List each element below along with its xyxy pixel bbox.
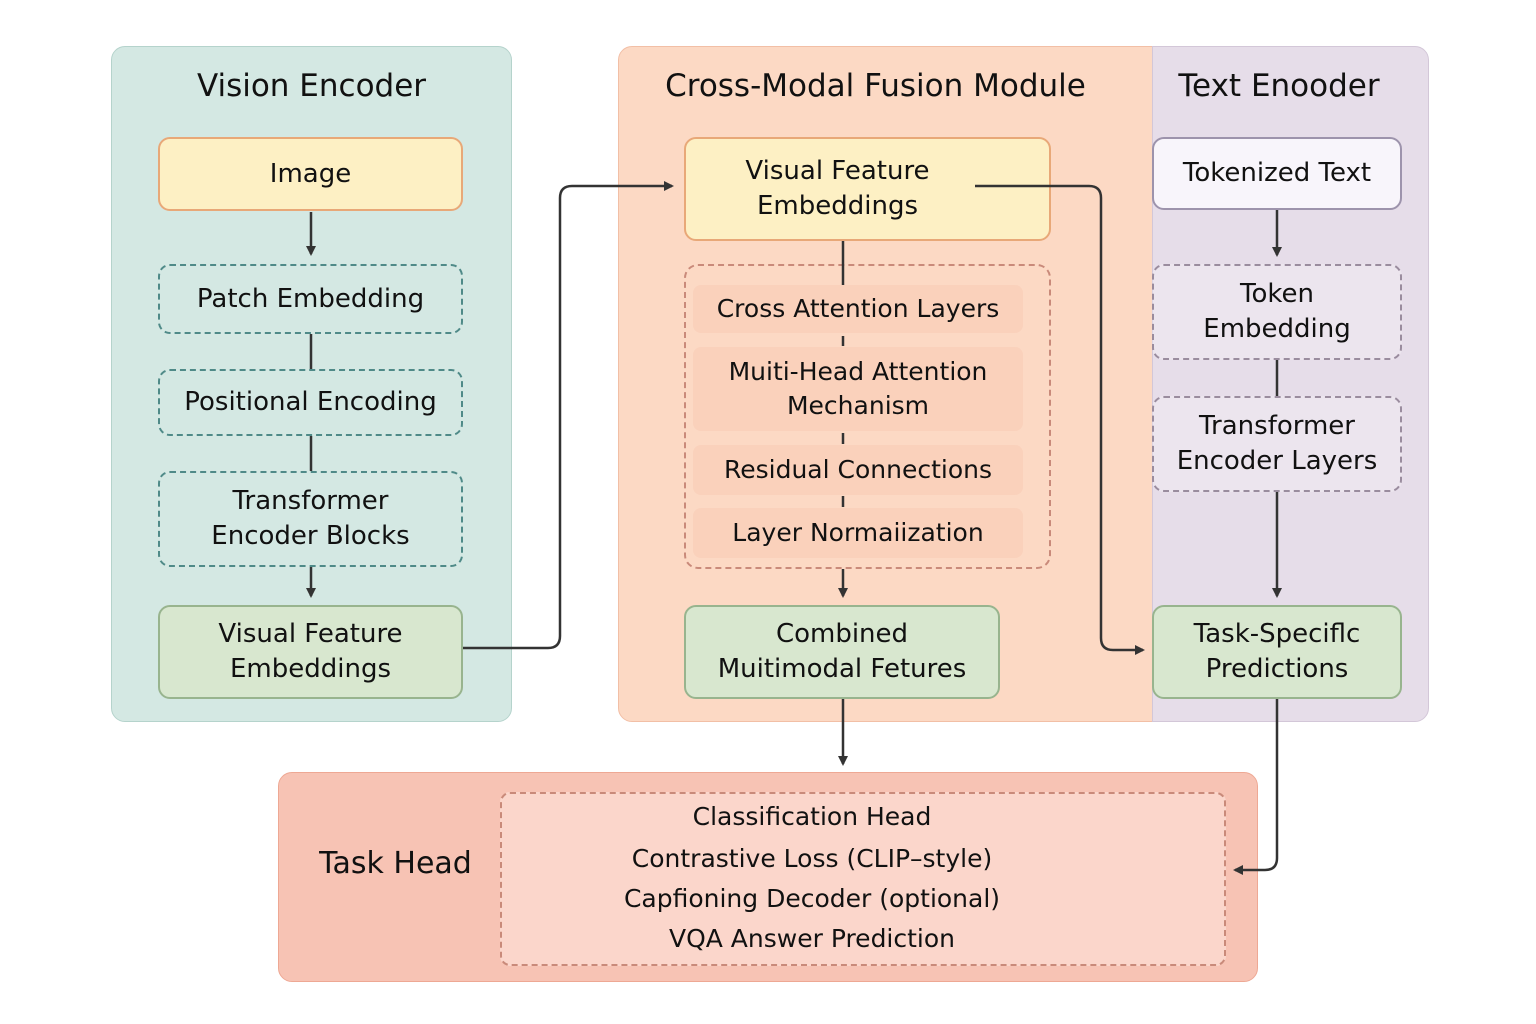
fusion-visual-feature-label-1: Visual Feature (745, 156, 930, 186)
layer-normalization-label: Layer Normaiization (732, 518, 984, 547)
task-head-options-group (500, 792, 1226, 966)
contrastive-loss-item[interactable]: Contrastive Loss (CLIP–style) (631, 844, 993, 873)
layer-normalization-item[interactable]: Layer Normaiization (693, 508, 1023, 558)
tokenized-text-node[interactable]: Tokenized Text (1152, 137, 1402, 210)
task-head-title: Task Head (319, 846, 472, 881)
task-specific-predictions-node[interactable]: Task-Speciflc Predictions (1152, 605, 1402, 699)
multi-head-attention-label-2: Mechanism (786, 391, 930, 420)
transformer-encoder-blocks-label-1: Transformer (232, 486, 389, 516)
vision-visual-feature-label-1: Visual Feature (218, 619, 403, 649)
transformer-encoder-layers-label-2: Encoder Layers (1176, 446, 1378, 476)
vision-visual-feature-embeddings-node[interactable]: Visual Feature Embeddings (158, 605, 463, 699)
transformer-encoder-blocks-node[interactable]: Transformer Encoder Blocks (158, 471, 463, 567)
cross-attention-layers-item[interactable]: Cross Attention Layers (693, 285, 1023, 333)
positional-encoding-node[interactable]: Positional Encoding (158, 369, 463, 436)
residual-connections-item[interactable]: Residual Connections (693, 445, 1023, 495)
multi-head-attention-item[interactable]: Muiti-Head Attention Mechanism (693, 347, 1023, 431)
combined-features-label-2: Muitimodal Fetures (717, 654, 967, 684)
vqa-answer-prediction-item[interactable]: VQA Answer Prediction (668, 924, 956, 953)
transformer-encoder-layers-label-1: Transformer (1198, 411, 1355, 441)
token-embedding-label-1: Token (1240, 279, 1314, 309)
task-specific-predictions-label-1: Task-Speciflc (1193, 619, 1361, 649)
image-node-label: Image (269, 158, 352, 189)
vision-visual-feature-label-2: Embeddings (229, 654, 391, 684)
transformer-encoder-blocks-label-2: Encoder Blocks (211, 521, 410, 551)
fusion-visual-feature-label-2: Embeddings (756, 191, 918, 221)
fusion-module-title: Cross-Modal Fusion Module (665, 68, 1086, 104)
classification-head-item[interactable]: Classification Head (692, 802, 932, 831)
combined-features-label-1: Combined (775, 619, 909, 649)
fusion-visual-feature-embeddings-node[interactable]: Visual Feature Embeddings (684, 137, 1051, 241)
vision-encoder-title: Vision Encoder (196, 68, 427, 104)
transformer-encoder-layers-node[interactable]: Transformer Encoder Layers (1152, 396, 1402, 492)
positional-encoding-label: Positional Encoding (184, 387, 437, 417)
token-embedding-label-2: Embedding (1203, 314, 1351, 344)
residual-connections-label: Residual Connections (723, 455, 992, 484)
tokenized-text-label: Tokenized Text (1182, 158, 1372, 188)
image-node[interactable]: Image (158, 137, 463, 211)
cross-attention-layers-label: Cross Attention Layers (716, 294, 1000, 323)
captioning-decoder-item[interactable]: Capfioning Decoder (optional) (623, 884, 1001, 913)
text-encoder-title: Text Enooder (1178, 68, 1380, 104)
token-embedding-node[interactable]: Token Embedding (1152, 264, 1402, 360)
multi-head-attention-label-1: Muiti-Head Attention (728, 357, 988, 386)
combined-multimodal-features-node[interactable]: Combined Muitimodal Fetures (684, 605, 1000, 699)
patch-embedding-node[interactable]: Patch Embedding (158, 264, 463, 334)
patch-embedding-label: Patch Embedding (196, 283, 425, 314)
task-specific-predictions-label-2: Predictions (1205, 654, 1349, 684)
